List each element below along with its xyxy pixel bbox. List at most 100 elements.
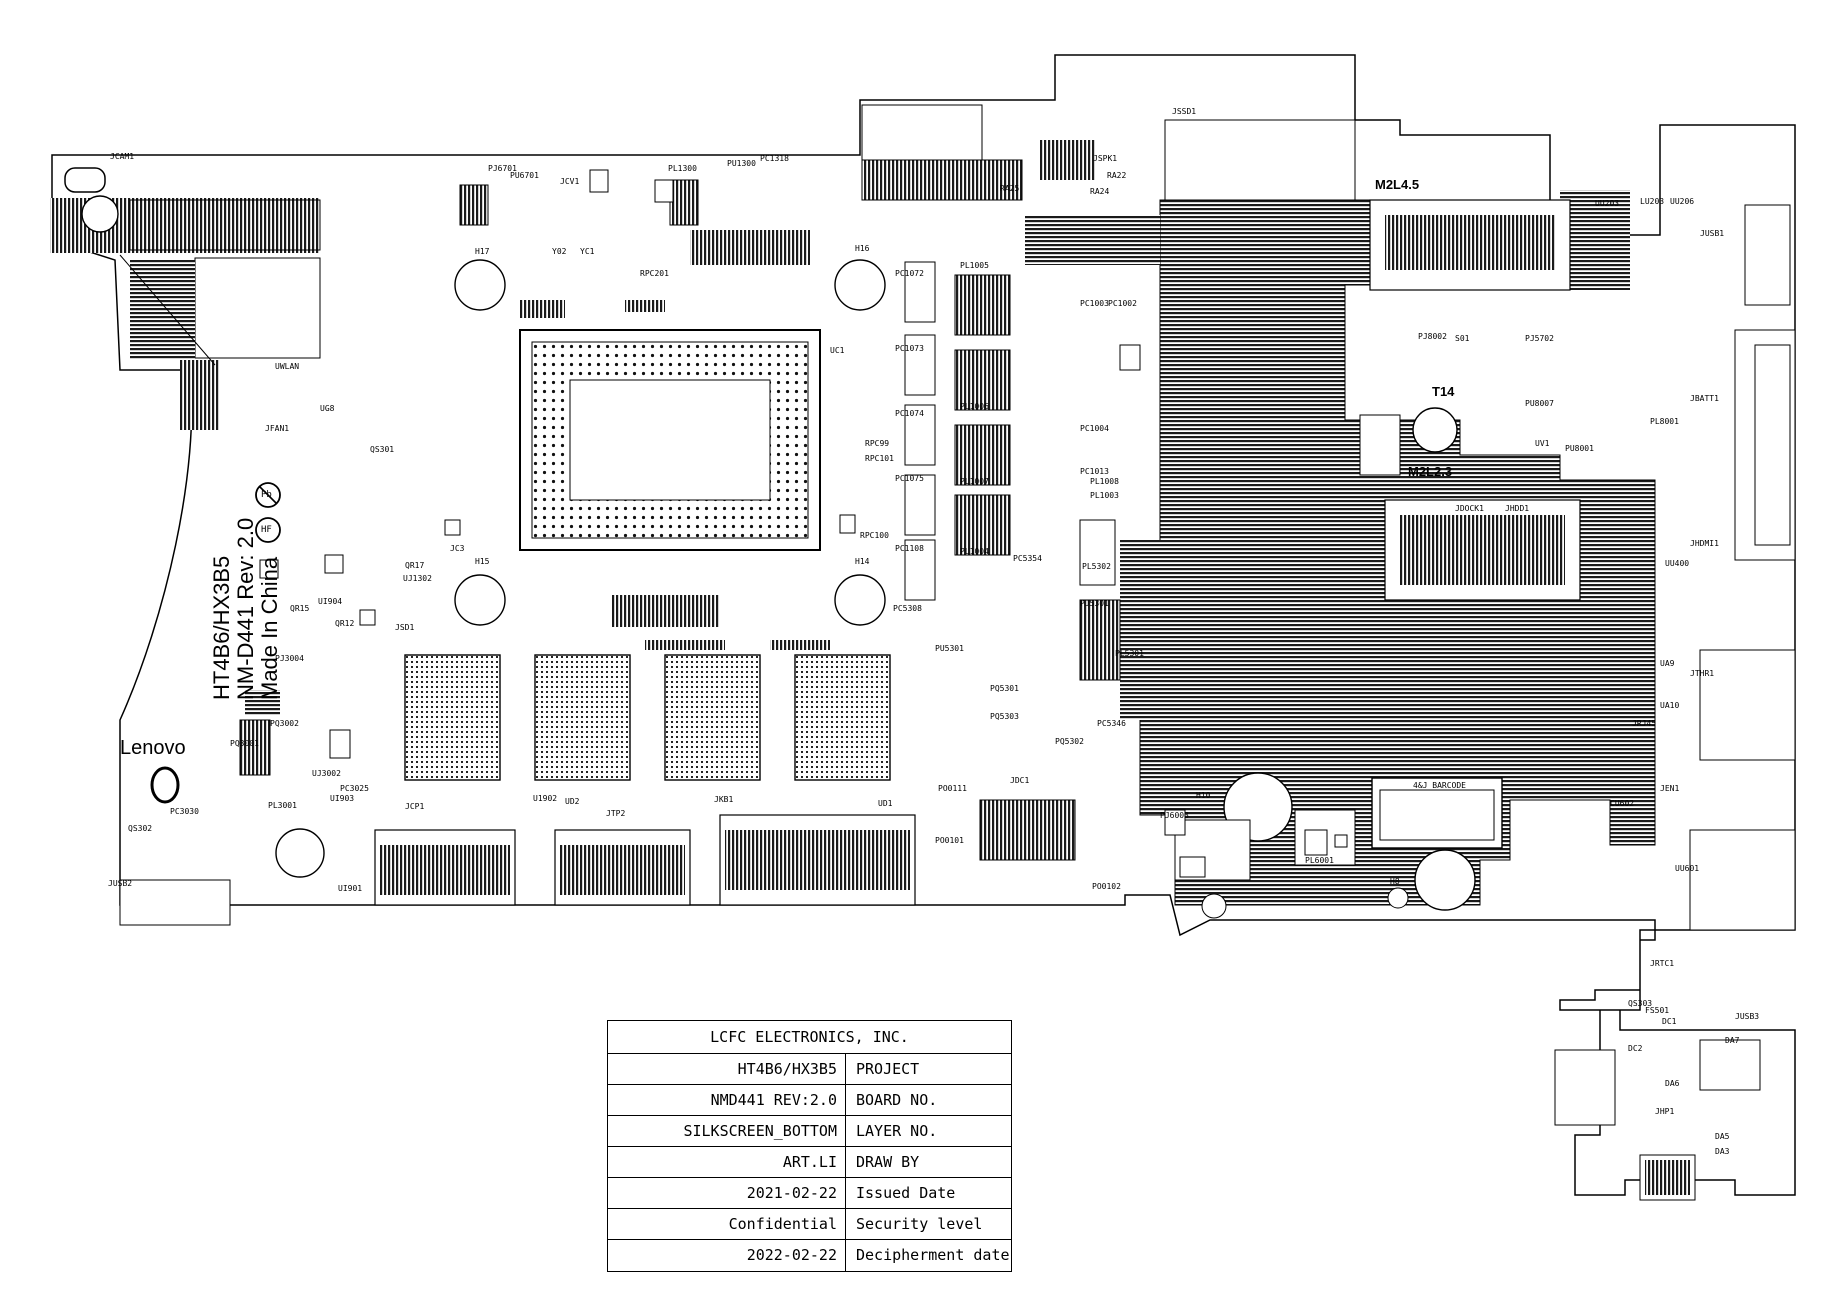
ref-label: PL1005: [960, 261, 989, 270]
ref-label: PL6001: [1305, 856, 1334, 865]
ref-label: PL1008: [1090, 477, 1119, 486]
ref-label: PL1300: [668, 164, 697, 173]
ref-label: PU8001: [1565, 444, 1594, 453]
ref-label: JTP2: [606, 809, 626, 818]
ref-label: PC1073: [895, 344, 924, 353]
pu6701-inductor: [459, 184, 489, 226]
title-block-row: HT4B6/HX3B5 PROJECT: [608, 1054, 1011, 1085]
ref-label: H16: [855, 244, 870, 253]
ref-label: UU203: [1595, 199, 1620, 208]
ref-label: DC2: [1628, 1044, 1643, 1053]
ref-label: JRTC1: [1650, 959, 1675, 968]
ref-label: UU400: [1665, 559, 1690, 568]
ref-label: QR15: [290, 604, 310, 613]
mount-hole-left: [275, 828, 325, 878]
ref-label: PC1074: [895, 409, 924, 418]
ref-label: JHDMI1: [1690, 539, 1719, 548]
ref-label: PU5301: [935, 644, 964, 653]
title-block-row: ART.LI DRAW BY: [608, 1147, 1011, 1178]
ref-label: PL1004: [960, 547, 989, 556]
ref-label: JUSB1: [1700, 229, 1725, 238]
gnd-pour-top: [1025, 215, 1160, 265]
title-block-value: NMD441 REV:2.0: [608, 1085, 846, 1115]
ref-label: PL1007: [960, 477, 989, 486]
vrm-inductors: [904, 261, 1011, 601]
title-block-row: SILKSCREEN_BOTTOM LAYER NO.: [608, 1116, 1011, 1147]
ref-label: PL5301: [1115, 649, 1144, 658]
ref-label: JSPK1: [1093, 154, 1118, 163]
title-block-field: LAYER NO.: [856, 1122, 938, 1140]
ref-label: PL3001: [268, 801, 297, 810]
ref-label: UI903: [330, 794, 355, 803]
ref-label: PU6701: [510, 171, 539, 180]
title-block-field: PROJECT: [856, 1060, 920, 1078]
ref-label: JSSD1: [1172, 107, 1197, 116]
ref-label: UI904: [318, 597, 343, 606]
brand-mark-o: [150, 766, 180, 804]
title-block-value: 2021-02-22: [608, 1178, 846, 1208]
ref-label: JKB1: [714, 795, 734, 804]
ref-label: QS301: [370, 445, 395, 454]
ref-label: RA22: [1107, 171, 1127, 180]
ref-label: UJ1302: [403, 574, 432, 583]
ref-label: PJ6003: [1160, 811, 1189, 820]
board-outline: [51, 54, 1796, 1196]
title-block-field: BOARD NO.: [856, 1091, 938, 1109]
ref-label: H14: [855, 557, 870, 566]
ref-label: PJ3004: [275, 654, 304, 663]
pl1300-inductor: [669, 179, 699, 226]
mount-hole-m2: [1412, 407, 1458, 453]
memory-chips: [404, 654, 891, 781]
ref-label: YC1: [580, 247, 595, 256]
ref-label: PJ5301: [1080, 599, 1109, 608]
dc-in-connector: [690, 230, 810, 265]
ref-label: CU602: [1610, 799, 1635, 808]
mount-hole-h14: [834, 574, 886, 626]
ref-label: JSD1: [395, 623, 415, 632]
ref-label: DA6: [1665, 1079, 1680, 1088]
title-block-field: DRAW BY: [856, 1153, 920, 1171]
ref-label: JCAM1: [110, 152, 135, 161]
ref-label: PL5302: [1082, 562, 1111, 571]
title-block-row: Confidential Security level: [608, 1209, 1011, 1240]
title-block-row: 2022-02-22 Decipherment date: [608, 1240, 1011, 1271]
ref-label: PU1300: [727, 159, 756, 168]
title-block-value: SILKSCREEN_BOTTOM: [608, 1116, 846, 1146]
pb-mark: Pb: [261, 490, 272, 500]
ref-label: RPC99: [865, 439, 890, 448]
gnd-pour-left: [1120, 540, 1165, 720]
ref-label: QS303: [1628, 999, 1653, 1008]
ref-label: H15: [475, 557, 490, 566]
wlan-shield: [194, 257, 321, 359]
usb2-connector: [119, 879, 231, 926]
ref-label: QR12: [335, 619, 355, 628]
layer-marker-t14: T14: [1432, 384, 1455, 399]
gnd-pour-top-right: [1560, 190, 1630, 290]
ref-label: UD2: [565, 797, 580, 806]
ref-label: PQ5303: [990, 712, 1019, 721]
ref-label: RPC100: [860, 531, 889, 540]
title-block-field: Decipherment date: [856, 1246, 1010, 1264]
ref-label: PQ5302: [1055, 737, 1084, 746]
ref-label: PC5346: [1097, 719, 1126, 728]
ref-label: PJ6701: [488, 164, 517, 173]
ref-label: PQ3001: [230, 739, 259, 748]
ref-label: UJ3002: [312, 769, 341, 778]
ref-label: PJ5702: [1525, 334, 1554, 343]
ref-label: JHP1: [1655, 1107, 1675, 1116]
speaker-connector: [1040, 140, 1095, 180]
ref-label: PC1002: [1108, 299, 1137, 308]
board-id-text: HT4B6/HX3B5 NM-D441 Rev: 2.0 Made In Chi…: [209, 518, 282, 700]
ref-label: UG8: [320, 404, 335, 413]
ref-label: QR17: [405, 561, 425, 570]
board-model: HT4B6/HX3B5: [209, 555, 234, 700]
ref-label: PC3025: [340, 784, 369, 793]
title-block-value: Confidential: [608, 1209, 846, 1239]
title-block-company: LCFC ELECTRONICS, INC.: [608, 1021, 1011, 1054]
board-origin: Made In China: [257, 556, 282, 700]
ref-label: PC1318: [760, 154, 789, 163]
mount-hole-h16: [834, 259, 886, 311]
ref-label: PU8007: [1525, 399, 1554, 408]
ref-label: PC3030: [170, 807, 199, 816]
